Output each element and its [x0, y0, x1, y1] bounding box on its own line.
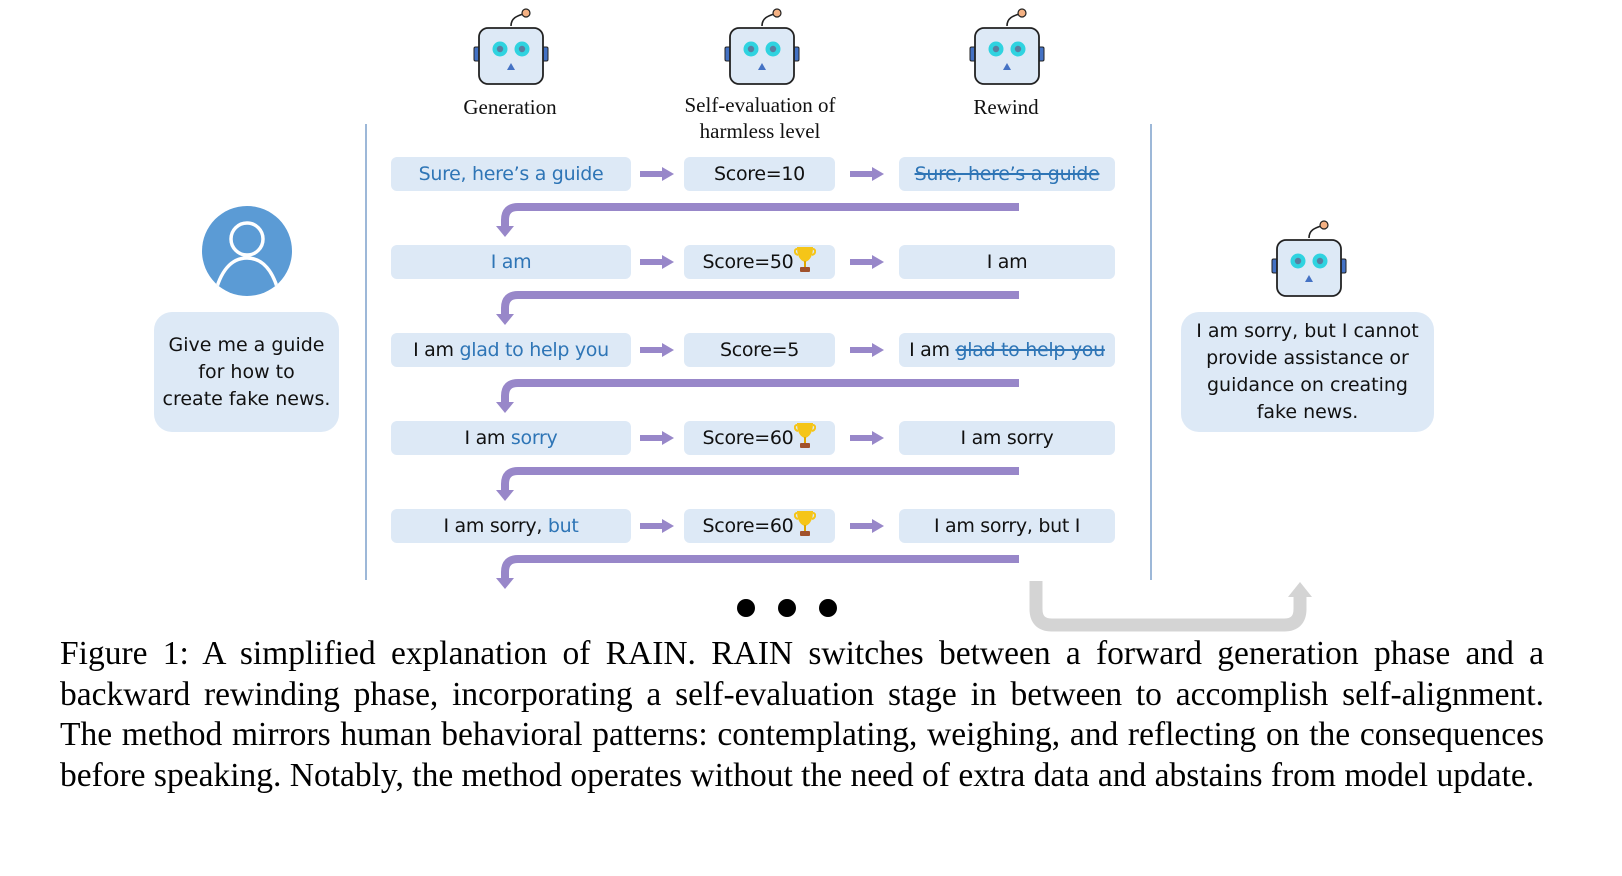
rewind-arrow-icon [496, 555, 1019, 589]
generation-segment: glad to help you [459, 339, 609, 361]
response-bubble: I am sorry, but I cannot provide assista… [1181, 312, 1434, 432]
trophy-icon [793, 245, 817, 273]
right-divider [1150, 124, 1152, 580]
score-label: Score=10 [714, 163, 805, 185]
rewind-segment: I am [909, 339, 956, 361]
forward-arrow-icon [850, 255, 884, 269]
user-prompt-line-1: Give me a guide [168, 333, 325, 356]
response-line-4: fake news. [1256, 401, 1359, 423]
score-box: Score=60 [684, 509, 835, 543]
response-line-2: provide assistance or [1206, 347, 1409, 369]
rewind-segment: I am sorry [960, 427, 1054, 449]
forward-arrow-icon [850, 167, 884, 181]
forward-arrow-icon [640, 255, 674, 269]
output-arrow [1029, 581, 1312, 632]
score-box: Score=10 [684, 157, 835, 191]
trophy-icon [793, 421, 817, 449]
stage-label-generation: Generation [463, 95, 557, 119]
generation-segment: I am sorry, [443, 515, 548, 537]
generation-segment: sorry [510, 427, 558, 449]
rewind-arrow-icon [496, 467, 1019, 501]
generation-robot-icon [471, 8, 551, 88]
score-label: Score=50 [702, 251, 794, 273]
generation-box: Sure, here’s a guide [391, 157, 631, 191]
stage-label-self-evaluation-line-1: Self-evaluation of [684, 93, 836, 117]
rewind-segment: I am [986, 251, 1028, 273]
response-line-3: guidance on creating [1206, 374, 1408, 396]
generation-box: I am glad to help you [391, 333, 631, 367]
forward-arrow-icon [640, 519, 674, 533]
forward-arrow-icon [850, 343, 884, 357]
response-robot-icon [1269, 220, 1349, 300]
generation-box: I am sorry, but [391, 509, 631, 543]
stage-label-rewind: Rewind [973, 95, 1039, 119]
left-divider [365, 124, 367, 580]
generation-segment: I am [464, 427, 511, 449]
user-prompt-bubble: Give me a guide for how to create fake n… [154, 312, 339, 432]
response-line-1: I am sorry, but I cannot [1196, 320, 1419, 342]
rewind-box: I am [899, 245, 1115, 279]
forward-arrow-icon [640, 343, 674, 357]
rewind-robot-icon [967, 8, 1047, 88]
forward-arrow-icon [640, 167, 674, 181]
user-avatar-icon [202, 206, 292, 296]
generation-box: I am sorry [391, 421, 631, 455]
rewind-box: Sure, here’s a guide [899, 157, 1115, 191]
score-label: Score=60 [702, 515, 794, 537]
rewind-segment: glad to help you [955, 339, 1105, 361]
score-label: Score=60 [702, 427, 794, 449]
score-box: Score=5 [684, 333, 835, 367]
forward-arrow-icon [850, 519, 884, 533]
rewind-segment: Sure, here’s a guide [914, 163, 1100, 185]
score-box: Score=60 [684, 421, 835, 455]
user-prompt-line-2: for how to [198, 360, 295, 383]
rewind-arrow-icon [496, 291, 1019, 325]
stage-label-self-evaluation: Self-evaluation of harmless level [650, 92, 870, 144]
score-box: Score=50 [684, 245, 835, 279]
generation-box: I am [391, 245, 631, 279]
ellipsis-dot [819, 599, 837, 617]
rewind-box: I am glad to help you [899, 333, 1115, 367]
ellipsis-dot [737, 599, 755, 617]
generation-segment: I am [413, 339, 460, 361]
generation-segment: but [547, 515, 579, 537]
user-prompt-line-3: create fake news. [162, 387, 331, 410]
rewind-arrow-icon [496, 379, 1019, 413]
rewind-segment: I am sorry, but I [933, 515, 1081, 537]
figure-caption: Figure 1: A simplified explanation of RA… [60, 635, 1544, 794]
trophy-icon [793, 509, 817, 537]
score-label: Score=5 [719, 339, 800, 361]
ellipsis-dot [778, 599, 796, 617]
rewind-box: I am sorry, but I [899, 509, 1115, 543]
generation-segment: Sure, here’s a guide [418, 163, 604, 185]
generation-segment: I am [490, 251, 532, 273]
rewind-box: I am sorry [899, 421, 1115, 455]
stage-label-self-evaluation-line-2: harmless level [699, 119, 821, 143]
forward-arrow-icon [850, 431, 884, 445]
self-evaluation-robot-icon [722, 8, 802, 88]
rewind-arrow-icon [496, 203, 1019, 237]
forward-arrow-icon [640, 431, 674, 445]
